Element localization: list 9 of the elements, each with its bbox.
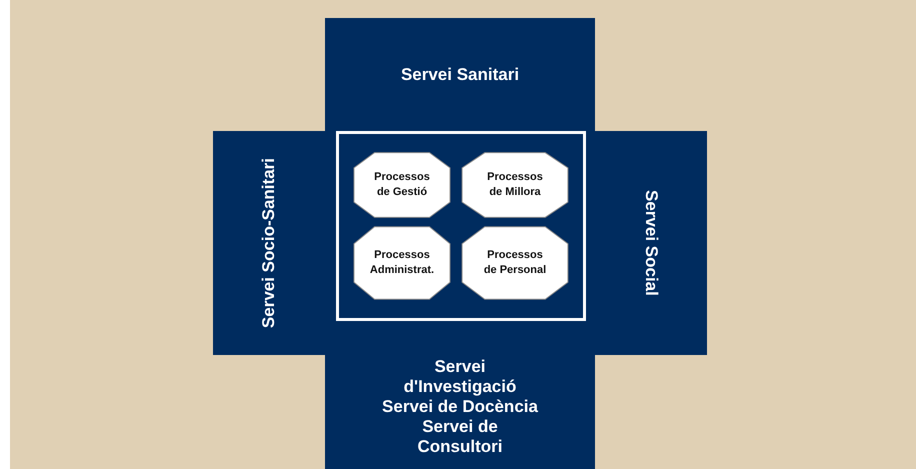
frame-box bbox=[336, 131, 586, 321]
panel-label: Servei Social bbox=[641, 190, 661, 296]
process-octagon: Processos de Millora bbox=[461, 152, 569, 218]
panel-label: Servei d'Investigació bbox=[402, 357, 518, 397]
panel-label: Servei de Consultori bbox=[416, 417, 504, 457]
process-octagon: Processos de Personal bbox=[461, 226, 569, 300]
panel-label: Servei de Docència bbox=[382, 397, 538, 417]
panel-label: Servei Sanitari bbox=[400, 64, 520, 84]
panel-label: Servei Socio-Sanitari bbox=[259, 158, 279, 328]
